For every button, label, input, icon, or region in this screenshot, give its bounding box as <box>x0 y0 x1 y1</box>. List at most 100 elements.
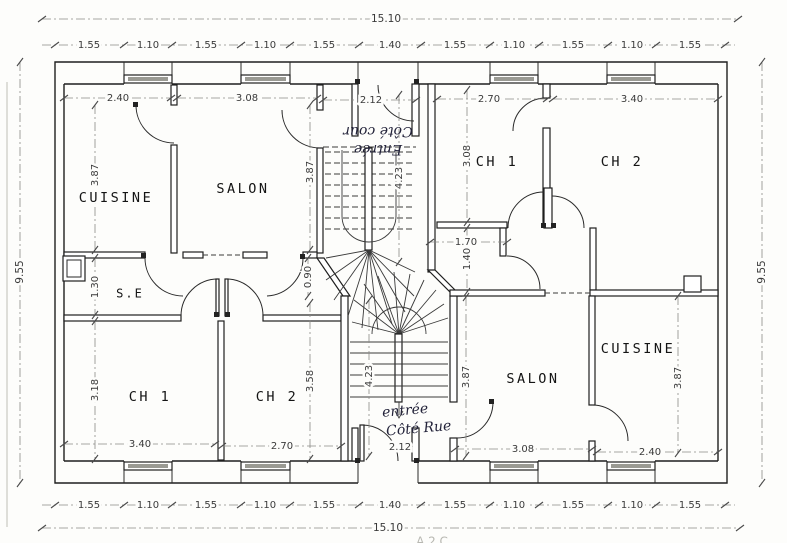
dim-cuisine-upper-width: 2.40 <box>107 93 129 104</box>
windows <box>123 74 656 471</box>
dim-chain-top: 1.55 <box>562 40 584 51</box>
room-label-salon-upper: SALON <box>216 181 269 197</box>
dim-ch1-upper-width: 2.70 <box>478 94 500 105</box>
opening-jambs <box>123 62 656 483</box>
door-arc <box>266 257 304 297</box>
dim-ch2-lower-height: 3.58 <box>305 370 316 392</box>
window <box>489 461 539 471</box>
dim-passage-height: 0.90 <box>303 266 314 288</box>
duct-box <box>683 275 702 293</box>
door-arc <box>135 104 175 144</box>
room-label-se: S.E <box>116 287 144 301</box>
stair-stringer <box>364 147 373 251</box>
dim-total-width-top: 15.10 <box>371 13 401 25</box>
room-label-ch2-upper: CH 2 <box>601 154 644 170</box>
dim-salon-upper-width: 3.08 <box>236 93 258 104</box>
window <box>123 461 173 471</box>
door-arc <box>361 424 399 462</box>
dim-chain-bottom: 1.55 <box>562 500 584 511</box>
door-leaf <box>215 278 220 317</box>
dim-ch1-lower-height: 3.18 <box>90 379 101 401</box>
diagonal-wall <box>315 257 352 297</box>
dim-hall-lower-width: 2.12 <box>389 442 411 453</box>
dim-chain-top: 1.10 <box>621 40 643 51</box>
dim-ch2-upper-width: 3.40 <box>621 94 643 105</box>
door-leaf <box>224 278 229 317</box>
courtyard-entry-note-line2: Côté cour <box>342 123 413 139</box>
dim-cuisine-upper-height: 3.87 <box>90 164 101 186</box>
dim-chain-top: 1.10 <box>137 40 159 51</box>
staircase-lower <box>350 271 449 419</box>
duct-box <box>62 255 86 282</box>
courtyard-entry-note-line1: Entrée <box>354 141 403 157</box>
dim-chain-bottom: 1.10 <box>503 500 525 511</box>
dim-chain-top: 1.55 <box>313 40 335 51</box>
window <box>240 74 291 84</box>
dim-ch2-lower-width: 2.70 <box>271 441 293 452</box>
dim-total-width-bottom: 15.10 <box>373 522 403 534</box>
dim-corridor-height: 1.40 <box>462 248 473 270</box>
dim-cuisine-lower-width: 2.40 <box>639 447 661 458</box>
dim-total-height-right: 9.55 <box>756 260 768 283</box>
dim-chain-bottom: 1.55 <box>444 500 466 511</box>
room-label-cuisine-lower: CUISINE <box>601 341 675 357</box>
room-label-ch1-lower: CH 1 <box>129 389 172 405</box>
dim-chain-bottom: 1.55 <box>313 500 335 511</box>
dim-chain-bottom: 1.55 <box>78 500 100 511</box>
door-arc <box>180 278 219 317</box>
room-label-ch1-upper: CH 1 <box>476 154 519 170</box>
door-arc <box>507 191 545 229</box>
dimension-lines <box>16 15 766 532</box>
doors <box>133 79 629 463</box>
dimension-labels: 15.10 15.10 9.55 9.55 1.55 1.10 1.55 1.1… <box>12 11 771 537</box>
door-arc <box>591 404 629 442</box>
dim-se-height: 1.30 <box>90 276 101 298</box>
dim-ch1-upper-height: 3.08 <box>462 145 473 167</box>
door-arc <box>456 401 494 439</box>
dim-stair-lower-depth: 4.23 <box>364 365 375 387</box>
dim-chain-bottom: 1.10 <box>621 500 643 511</box>
courtyard-entry-note: Entrée Côté cour <box>342 123 413 157</box>
exterior-outer-face <box>54 61 728 484</box>
dim-chain-top: 1.10 <box>503 40 525 51</box>
street-entry-note: entrée Côté Rue <box>381 401 453 440</box>
street-entry-note-line2: Côté Rue <box>386 418 453 440</box>
dim-ch1-lower-width: 3.40 <box>129 439 151 450</box>
dim-chain-top: 1.55 <box>679 40 701 51</box>
dim-chain-bottom: 1.10 <box>254 500 276 511</box>
dim-corridor-width: 1.70 <box>455 237 477 248</box>
room-label-salon-lower: SALON <box>506 371 559 387</box>
direction-arrow <box>394 402 404 419</box>
stair-rail <box>371 306 427 335</box>
stair-winders <box>325 249 416 331</box>
door-arc <box>512 97 547 132</box>
door-arc <box>225 278 264 317</box>
door-arc <box>377 84 415 122</box>
door-arc <box>551 195 585 229</box>
dim-salon-upper-height: 3.87 <box>305 161 316 183</box>
window <box>489 74 539 84</box>
dim-stair-upper-depth: 4.23 <box>394 167 405 189</box>
door-leaf <box>359 424 365 462</box>
door-arc <box>506 255 541 290</box>
stair-stringer <box>394 333 403 403</box>
dim-chain-top: 1.40 <box>379 40 401 51</box>
dim-total-height-left: 9.55 <box>14 260 26 283</box>
room-label-cuisine-upper: CUISINE <box>79 190 153 206</box>
dim-chain-bottom: 1.10 <box>137 500 159 511</box>
dim-chain-bottom: 1.40 <box>379 500 401 511</box>
window <box>606 74 656 84</box>
dim-hall-upper-width: 2.12 <box>360 95 382 106</box>
bottom-partial-text: A 2 C <box>416 535 448 543</box>
window <box>606 461 656 471</box>
dim-chain-bottom: 1.55 <box>679 500 701 511</box>
dim-chain-top: 1.10 <box>254 40 276 51</box>
door-arc <box>144 257 184 297</box>
dim-chain-top: 1.55 <box>195 40 217 51</box>
staircase-upper <box>323 146 416 331</box>
window <box>123 74 173 84</box>
window <box>240 461 291 471</box>
room-label-ch2-lower: CH 2 <box>256 389 299 405</box>
